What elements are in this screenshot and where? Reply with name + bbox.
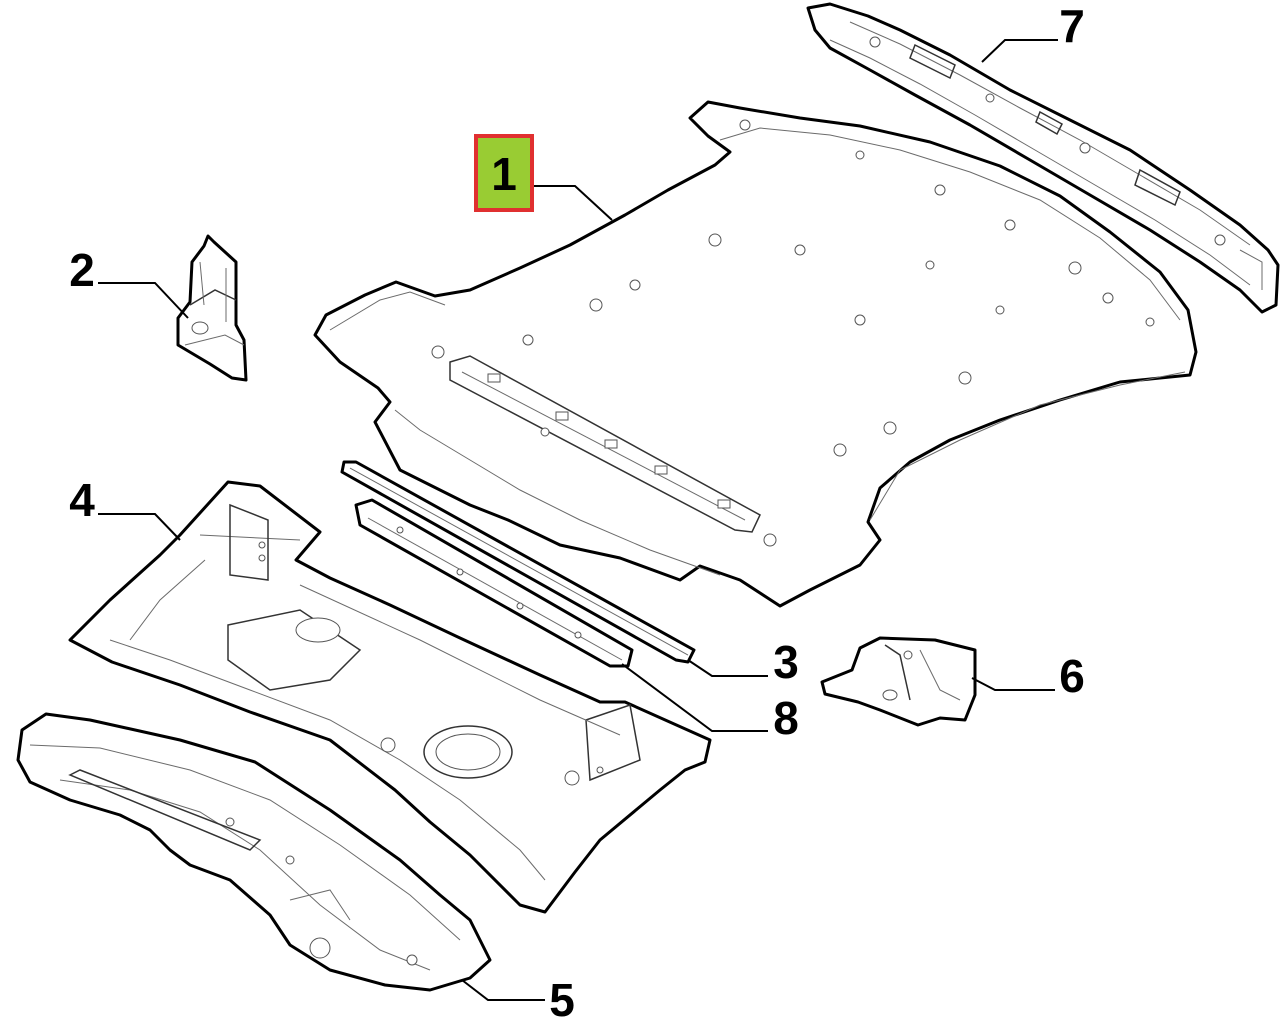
part-5-side-member: [16, 712, 492, 992]
callout-2[interactable]: 2: [69, 244, 95, 296]
part-3-strip: [340, 460, 696, 664]
callout-7-label: 7: [1059, 0, 1085, 52]
callout-4-label: 4: [69, 474, 95, 526]
leader-5: [461, 979, 545, 1001]
part-2-bracket: [176, 234, 248, 382]
callout-8[interactable]: 8: [773, 692, 799, 744]
leader-8: [621, 663, 768, 732]
callout-7[interactable]: 7: [1059, 0, 1085, 52]
part-6-bracket: [820, 636, 977, 727]
leader-4: [98, 513, 181, 541]
callout-4[interactable]: 4: [69, 474, 95, 526]
leader-1: [532, 185, 613, 221]
part-1-floor-panel: [313, 100, 1198, 608]
callout-2-label: 2: [69, 244, 95, 296]
part-4-rear-floor-pan: [68, 480, 712, 914]
leader-3: [687, 659, 768, 677]
callout-3-label: 3: [773, 636, 799, 688]
callout-1-label: 1: [491, 148, 517, 200]
leader-2: [98, 282, 189, 319]
part-8-reinforcement: [354, 498, 634, 668]
callout-1[interactable]: 1: [474, 134, 534, 212]
leader-6: [971, 677, 1055, 691]
callout-3[interactable]: 3: [773, 636, 799, 688]
callout-1-highlight-box: [474, 134, 534, 212]
callout-5[interactable]: 5: [549, 974, 575, 1026]
leader-lines: [98, 39, 1058, 1001]
callout-6[interactable]: 6: [1059, 650, 1085, 702]
callout-5-label: 5: [549, 974, 575, 1026]
callout-8-label: 8: [773, 692, 799, 744]
leader-7: [981, 39, 1058, 63]
callout-6-label: 6: [1059, 650, 1085, 702]
part-7-rear-crossmember: [806, 2, 1280, 314]
